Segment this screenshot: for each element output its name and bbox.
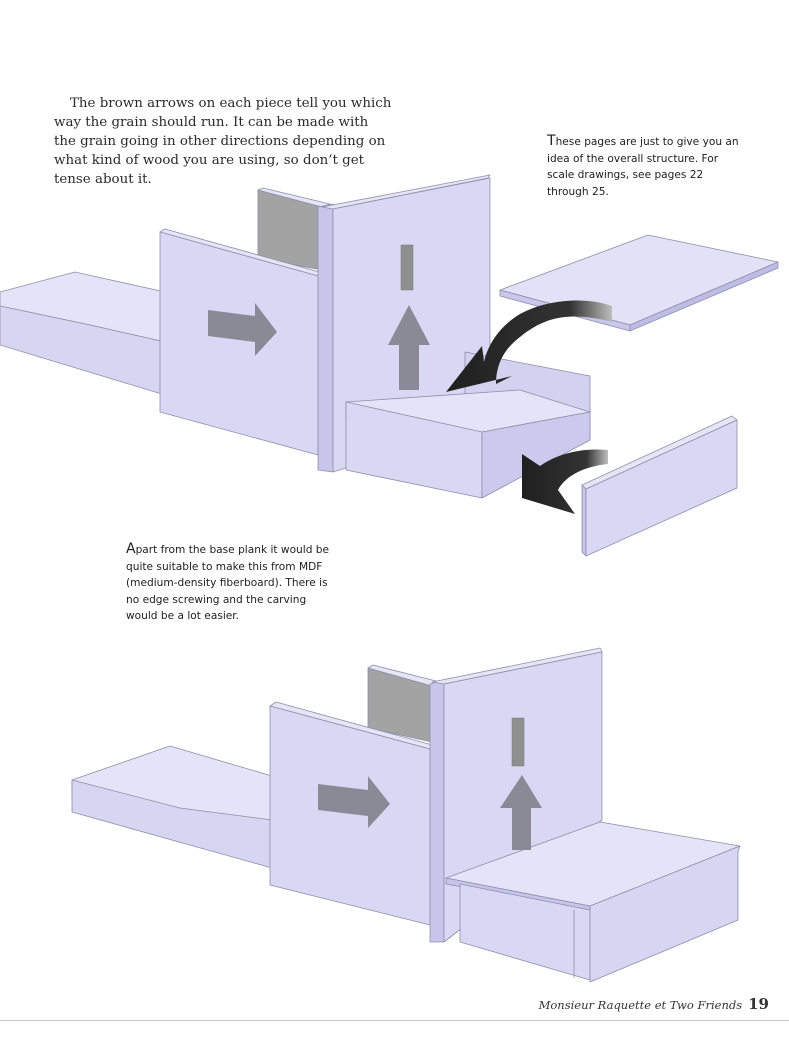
assembled-view-figure	[71, 647, 741, 983]
structure-note-text: hese pages are just to give you an idea …	[547, 136, 739, 198]
assembled-upright-slot	[511, 717, 525, 767]
grain-arrow-up	[388, 305, 430, 390]
left-side-panel	[159, 228, 324, 456]
assembly-arrow-front-board	[522, 449, 608, 514]
exploded-view-figure	[0, 174, 779, 557]
structure-note-initial: T	[547, 133, 556, 149]
footer-rule	[0, 1020, 789, 1021]
seat-box	[345, 351, 591, 499]
mdf-note-text: part from the base plank it would be qui…	[126, 544, 330, 622]
mdf-note: Apart from the base plank it would be qu…	[126, 541, 331, 625]
assembled-grain-arrow-up	[500, 775, 542, 850]
page-footer: Monsieur Raquette et Two Friends 19	[539, 994, 769, 1013]
assembled-grain-arrow-right	[318, 776, 390, 828]
assembled-base-plank	[71, 745, 273, 869]
assembly-arrow-seat-top	[446, 300, 612, 392]
mdf-note-initial: A	[126, 541, 136, 557]
assembled-seat-box	[445, 821, 741, 983]
base-plank	[0, 271, 166, 396]
front-board	[581, 415, 738, 557]
upright-slot	[400, 244, 414, 291]
grain-arrow-right	[208, 303, 277, 356]
structure-note: These pages are just to give you an idea…	[547, 133, 747, 200]
intro-paragraph: The brown arrows on each piece tell you …	[54, 96, 392, 187]
page-number: 19	[748, 995, 769, 1013]
book-title: Monsieur Raquette et Two Friends	[538, 998, 743, 1012]
